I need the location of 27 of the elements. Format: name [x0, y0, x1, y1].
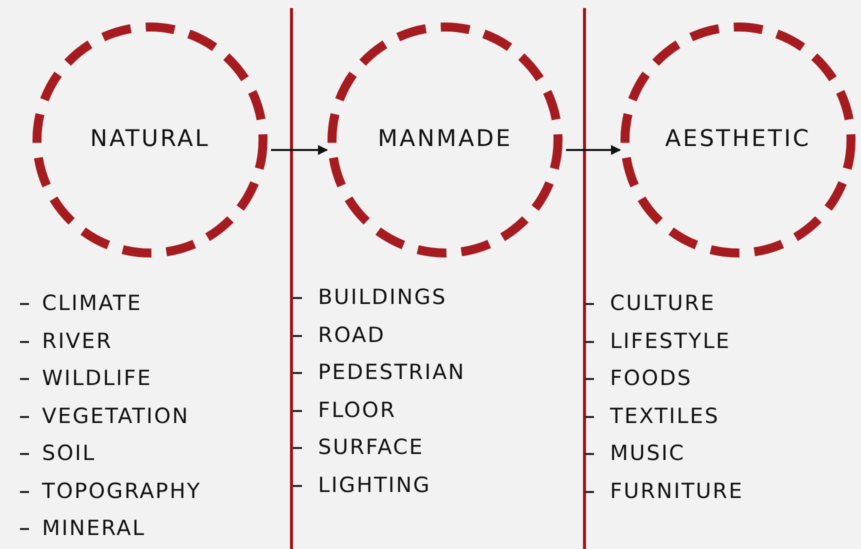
node-label: AESTHETIC	[664, 126, 812, 152]
list-item: MINERAL	[42, 515, 146, 541]
list-item: CULTURE	[610, 290, 716, 316]
node-label: NATURAL	[89, 126, 211, 152]
node-label: MANMADE	[376, 126, 514, 152]
list-item: SURFACE	[318, 434, 424, 460]
list-item: CLIMATE	[42, 290, 142, 316]
list-item: LIFESTYLE	[610, 328, 731, 354]
list-item: BUILDINGS	[318, 284, 447, 310]
list-item: LIGHTING	[318, 472, 431, 498]
arrow	[566, 145, 621, 155]
list-item: FURNITURE	[610, 478, 744, 504]
list-item: SOIL	[42, 440, 96, 466]
dashed-circle	[327, 22, 563, 258]
dashed-circle	[32, 22, 268, 258]
dashed-circle	[620, 22, 856, 258]
list-item: PEDESTRIAN	[318, 359, 466, 385]
list-item: TEXTILES	[610, 402, 720, 428]
list-item: VEGETATION	[42, 402, 190, 428]
arrow	[271, 145, 328, 155]
list-item: MUSIC	[610, 440, 686, 466]
list-item: WILDLIFE	[42, 365, 152, 391]
list-item: ROAD	[318, 322, 386, 348]
list-item: FLOOR	[318, 396, 396, 422]
list-item: FOODS	[610, 365, 692, 391]
list-item: TOPOGRAPHY	[42, 478, 202, 504]
list-item: RIVER	[42, 328, 113, 354]
